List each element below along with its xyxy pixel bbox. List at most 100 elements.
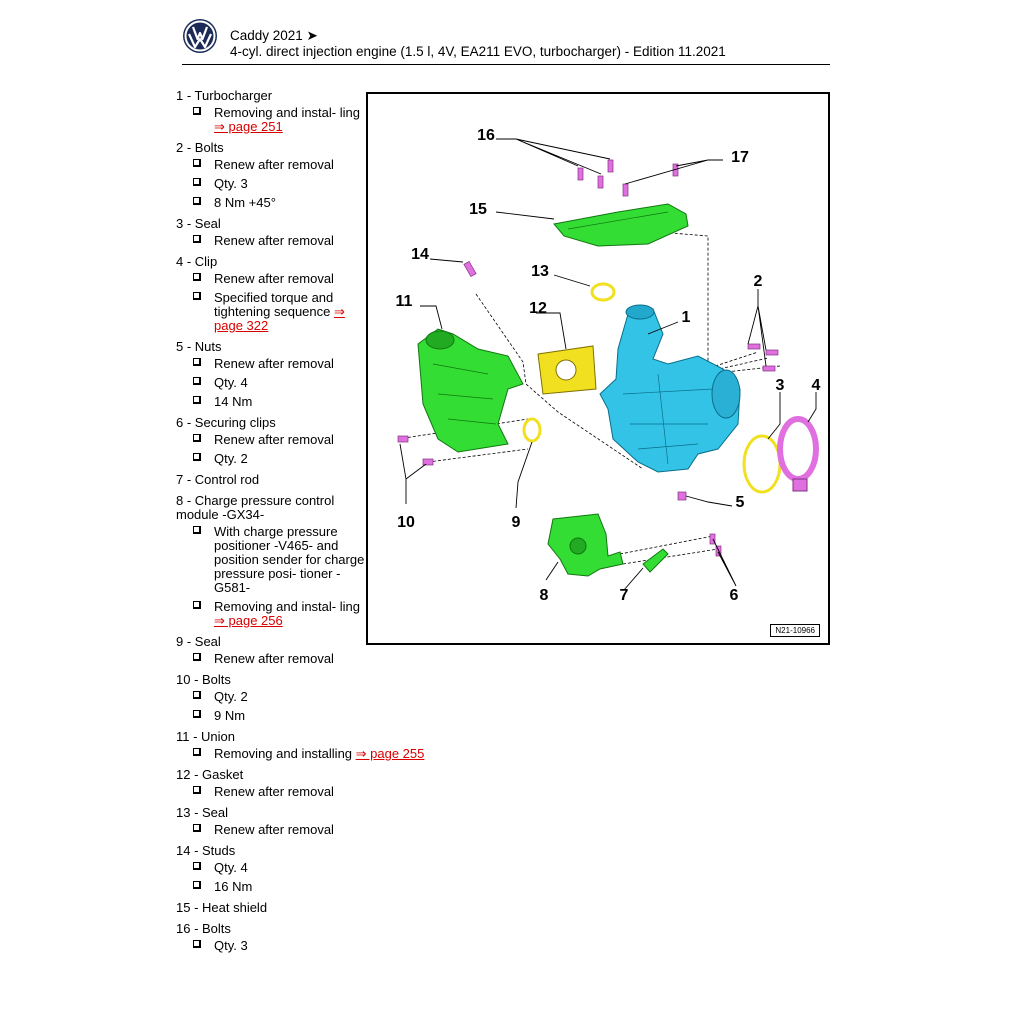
part-detail-text: Renew after removal (214, 651, 334, 666)
part-detail-text: Qty. 3 (214, 176, 248, 191)
page-link[interactable]: ⇒ page 322 (214, 304, 345, 333)
part-item-details: Renew after removal (176, 785, 366, 799)
bolts-16 (577, 159, 679, 197)
checkbox-bullet-icon (193, 786, 201, 794)
part-detail: Renew after removal (176, 272, 366, 286)
part-item-title: 12 - Gasket (176, 767, 244, 782)
part-detail-text: Renew after removal (214, 822, 334, 837)
figure-id: N21-10966 (770, 624, 820, 637)
part-detail: Removing and instal- ling ⇒ page 256 (176, 600, 366, 628)
part-detail: 8 Nm +45° (176, 196, 366, 210)
model-title: Caddy 2021 ➤ (230, 28, 318, 43)
part-item-details: Renew after removal (176, 823, 366, 837)
callout-number: 2 (754, 273, 763, 290)
part-detail-text: Renew after removal (214, 784, 334, 799)
checkbox-bullet-icon (193, 748, 201, 756)
part-item-title: 4 - Clip (176, 254, 218, 269)
part-detail: Renew after removal (176, 234, 366, 248)
part-detail: Renew after removal (176, 823, 366, 837)
part-detail-text: Renew after removal (214, 233, 334, 248)
page-link[interactable]: ⇒ page 251 (214, 119, 283, 134)
part-detail-text: Removing and instal- ling (214, 105, 360, 120)
part-detail-text: Specified torque and tightening sequence (214, 290, 334, 319)
callout-number: 6 (730, 587, 739, 604)
part-detail: Specified torque and tightening sequence… (176, 291, 366, 333)
page-link[interactable]: ⇒ page 256 (214, 613, 283, 628)
part-item-title: 10 - Bolts (176, 672, 231, 687)
part-detail-text: Renew after removal (214, 157, 334, 172)
part-detail-text: Removing and installing (214, 746, 356, 761)
checkbox-bullet-icon (193, 601, 201, 609)
part-detail: Qty. 2 (176, 452, 366, 466)
checkbox-bullet-icon (193, 292, 201, 300)
page-header: Caddy 2021 ➤ 4-cyl. direct injection eng… (182, 16, 830, 65)
checkbox-bullet-icon (193, 358, 201, 366)
part-item-title: 8 - Charge pressure control module -GX34… (176, 493, 335, 522)
seal-3 (742, 434, 782, 494)
part-detail-text: Qty. 2 (214, 451, 248, 466)
callout-number: 17 (731, 149, 749, 166)
part-detail: Qty. 4 (176, 861, 366, 875)
part-item-details: Renew after removal (176, 652, 366, 666)
control-rod-part (642, 548, 669, 573)
part-detail: Qty. 3 (176, 939, 366, 953)
seal-13 (590, 282, 616, 302)
part-item-details: Qty. 4 16 Nm (176, 861, 366, 894)
part-item-title: 15 - Heat shield (176, 900, 268, 915)
part-detail-text: 14 Nm (214, 394, 253, 409)
checkbox-bullet-icon (193, 178, 201, 186)
part-item-title: 9 - Seal (176, 634, 221, 649)
part-item-details: Renew after removal (176, 234, 366, 248)
part-detail-text: Renew after removal (214, 271, 334, 286)
seal-9 (522, 417, 542, 443)
checkbox-bullet-icon (193, 862, 201, 870)
part-detail-text: Qty. 2 (214, 689, 248, 704)
part-detail: 9 Nm (176, 709, 366, 723)
part-detail: Renew after removal (176, 433, 366, 447)
part-detail-text: Renew after removal (214, 356, 334, 371)
part-detail: Removing and instal- ling ⇒ page 251 (176, 106, 366, 134)
checkbox-bullet-icon (193, 396, 201, 404)
checkbox-bullet-icon (193, 881, 201, 889)
part-detail: 16 Nm (176, 880, 366, 894)
callout-number: 1 (682, 309, 691, 326)
callout-number: 7 (620, 587, 629, 604)
part-item-title: 6 - Securing clips (176, 415, 276, 430)
part-detail-text: With charge pressure positioner -V465- a… (214, 524, 365, 595)
part-detail-text: 8 Nm +45° (214, 195, 276, 210)
checkbox-bullet-icon (193, 824, 201, 832)
page-link[interactable]: ⇒ page 255 (355, 746, 425, 761)
part-item-title: 11 - Union (176, 729, 236, 744)
part-item-details: With charge pressure positioner -V465- a… (176, 525, 366, 628)
turbocharger-part (599, 304, 741, 473)
checkbox-bullet-icon (193, 159, 201, 167)
callout-number: 11 (396, 293, 413, 310)
checkbox-bullet-icon (193, 710, 201, 718)
checkbox-bullet-icon (193, 653, 201, 661)
part-item-title: 7 - Control rod (176, 472, 260, 487)
checkbox-bullet-icon (193, 526, 201, 534)
union-part (417, 328, 524, 453)
checkbox-bullet-icon (193, 453, 201, 461)
callout-number: 13 (531, 263, 549, 280)
checkbox-bullet-icon (193, 273, 201, 281)
callout-number: 15 (469, 201, 487, 218)
part-detail-text: Qty. 4 (214, 375, 248, 390)
engine-subtitle: 4-cyl. direct injection engine (1.5 l, 4… (230, 44, 726, 59)
part-detail: Qty. 3 (176, 177, 366, 191)
part-item-details: Removing and instal- ling ⇒ page 251 (176, 106, 366, 134)
part-detail: Qty. 4 (176, 376, 366, 390)
part-detail: Renew after removal (176, 357, 366, 371)
part-detail: Renew after removal (176, 158, 366, 172)
checkbox-bullet-icon (193, 197, 201, 205)
part-item-title: 1 - Turbocharger (176, 88, 273, 103)
part-item-title: 13 - Seal (176, 805, 229, 820)
part-item-title: 16 - Bolts (176, 921, 231, 936)
part-item-details: Qty. 2 9 Nm (176, 690, 366, 723)
checkbox-bullet-icon (193, 940, 201, 948)
callout-number: 8 (540, 587, 549, 604)
